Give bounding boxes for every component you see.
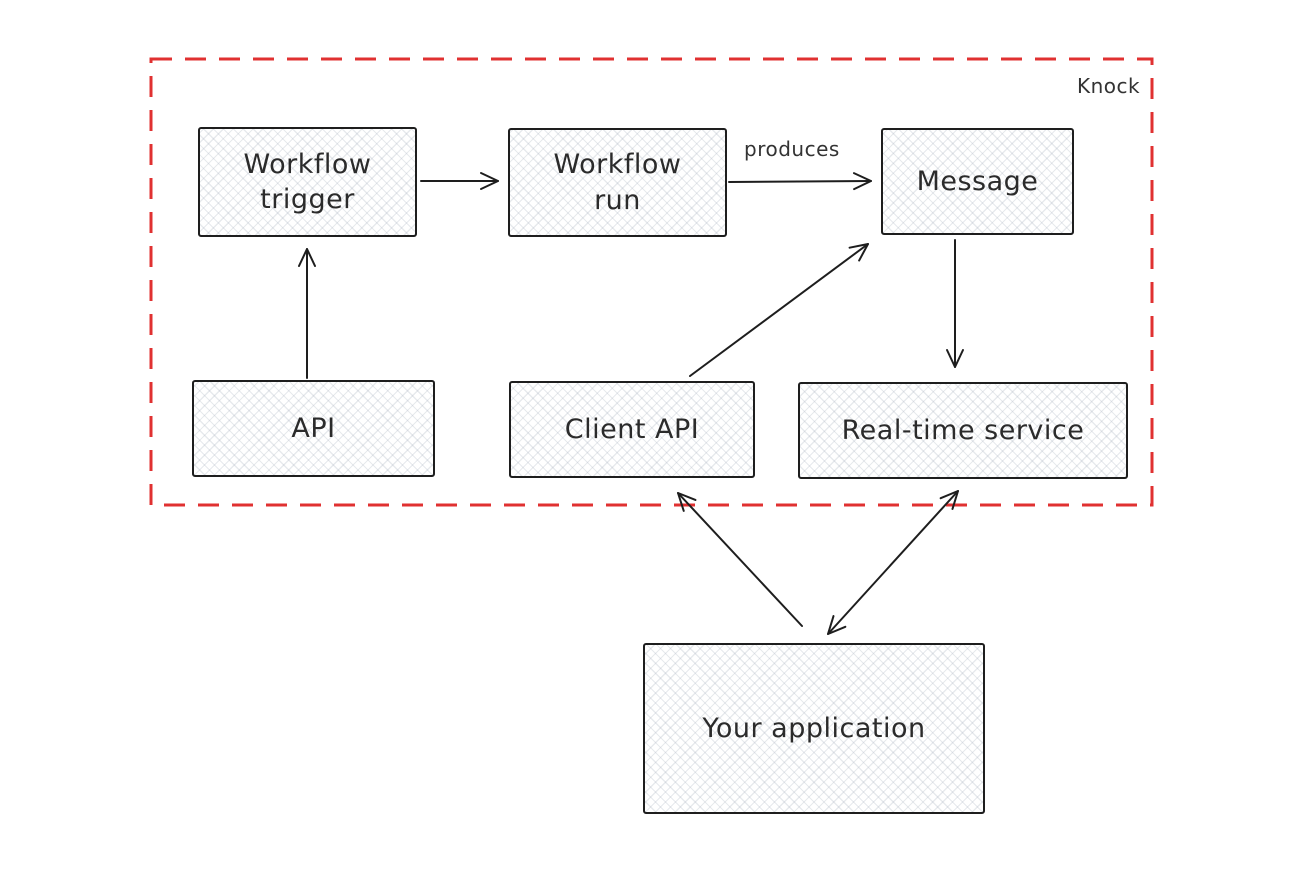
node-workflow-trigger-label: Workflow trigger <box>243 148 372 215</box>
knock-boundary-outline <box>149 57 1154 507</box>
edge-your-application-to-realtime-service-bidirectional <box>827 490 959 635</box>
edge-label-produces: produces <box>744 137 840 161</box>
knock-boundary-label: Knock <box>1077 74 1141 98</box>
node-client-api-label: Client API <box>564 413 700 445</box>
node-workflow-run-label: Workflow run <box>553 149 682 216</box>
node-your-application: Your application <box>643 643 985 814</box>
node-realtime-service: Real-time service <box>798 382 1128 479</box>
node-workflow-trigger: Workflow trigger <box>198 127 417 237</box>
node-api: API <box>192 380 435 477</box>
node-realtime-service-label: Real-time service <box>841 414 1085 446</box>
edge-your-application-to-client-api <box>677 492 803 627</box>
node-message-label: Message <box>916 165 1039 197</box>
node-api-label: API <box>291 412 336 444</box>
edge-client-api-to-message <box>689 243 869 377</box>
node-client-api: Client API <box>509 381 755 478</box>
node-message: Message <box>881 128 1074 235</box>
node-workflow-run: Workflow run <box>508 128 727 237</box>
node-your-application-label: Your application <box>702 712 926 744</box>
edge-workflow-run-to-message <box>728 172 872 191</box>
